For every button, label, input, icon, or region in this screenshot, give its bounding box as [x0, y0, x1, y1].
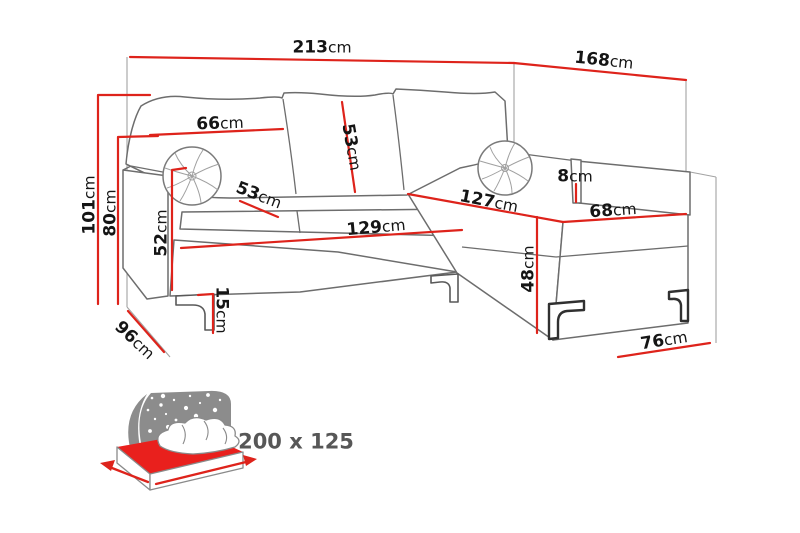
box-wall-connector — [689, 171, 717, 178]
left-armrest-top-edge — [122, 165, 169, 174]
dim-line-back-cushion-width — [148, 127, 285, 137]
left-armrest — [122, 169, 169, 300]
dim-label-leg-height: 15cm — [211, 286, 231, 333]
dim-label-side-depth: 168cm — [573, 48, 634, 74]
bed-width-arrowhead — [100, 460, 115, 471]
dim-label-backrest-height: 80cm — [101, 189, 121, 236]
bedding — [157, 416, 240, 455]
middle-leg — [430, 273, 459, 303]
chaise-left-seam — [461, 246, 557, 258]
dim-label-total-height: 101cm — [80, 175, 100, 234]
bedding-fold-3 — [222, 427, 228, 445]
bed-length-arrow — [154, 460, 248, 486]
dim-line-chaise-width — [561, 212, 688, 224]
bed-length-arrowhead — [243, 455, 257, 466]
dim-label-chaise-width: 68cm — [589, 199, 638, 222]
bed-width-arrow — [110, 466, 150, 484]
backrest-seam-left — [282, 98, 297, 195]
base-front — [169, 239, 458, 297]
dim-label-armrest-rise: 8cm — [557, 167, 592, 187]
dim-label-back-cushion-height: 53cm — [337, 122, 365, 172]
dim-label-seat-width: 129cm — [346, 215, 407, 240]
dim-line-chaise-end-depth — [616, 341, 712, 359]
dim-line-backrest-height — [116, 134, 160, 306]
dim-label-seat-height: 48cm — [519, 245, 539, 292]
dim-label-back-cushion-width: 66cm — [196, 113, 244, 135]
dim-label-chaise-end-depth: 76cm — [639, 327, 689, 354]
dimension-lines — [96, 55, 712, 359]
dim-label-total-width: 213cm — [292, 38, 351, 58]
backrest — [125, 88, 509, 199]
dim-label-sofa-depth: 96cm — [110, 317, 158, 364]
dim-line-sofa-depth — [126, 309, 166, 354]
box-left-floor-edge — [126, 306, 171, 358]
seat-cushion-seam — [296, 210, 301, 234]
dim-line-seat-width — [179, 228, 464, 250]
chaise-right-leg — [667, 288, 690, 323]
round-pillow-right — [477, 140, 533, 196]
dim-line-leg-height — [196, 292, 215, 335]
backrest-seam-right — [392, 94, 405, 191]
dim-label-armrest-height: 52cm — [152, 209, 172, 256]
bedding-fold-1 — [181, 424, 186, 445]
sleeping-area-size-label: 200 x 125 — [238, 429, 354, 453]
dim-line-total-width — [128, 55, 516, 65]
night-swoosh-shape — [128, 394, 147, 452]
sleeping-function-icon: 200 x 125 — [100, 390, 354, 491]
dim-line-armrest-height — [170, 166, 188, 292]
dim-line-total-height — [96, 93, 152, 306]
chaise-front-face — [552, 213, 689, 341]
right-armrest-post — [570, 158, 582, 204]
dim-line-side-depth — [512, 61, 688, 82]
bedding-fold-2 — [203, 420, 209, 441]
front-left-leg — [175, 293, 215, 331]
round-pillow-left — [162, 146, 222, 206]
dim-line-seat-depth — [238, 199, 280, 219]
chaise-front-leg — [547, 299, 586, 341]
dim-line-back-cushion-height — [340, 100, 357, 194]
sofa-drawing — [122, 88, 691, 341]
chaise-front-seam — [555, 245, 689, 258]
